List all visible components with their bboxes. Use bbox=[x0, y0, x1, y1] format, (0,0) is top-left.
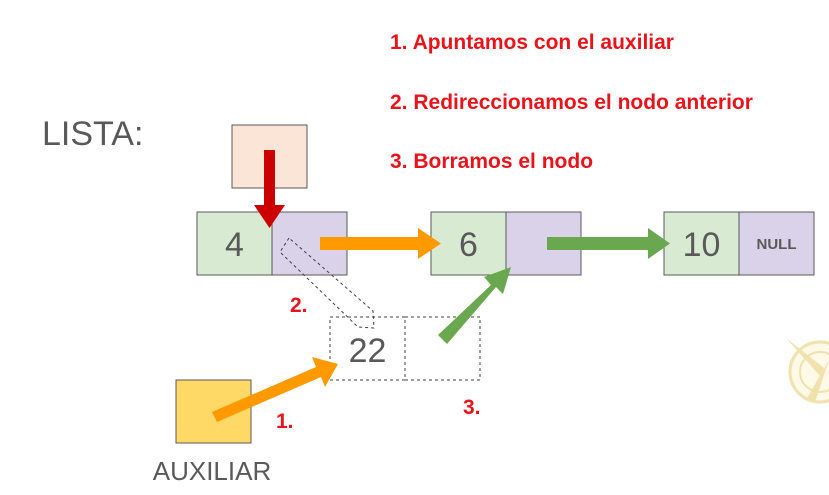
orange-next-arrow bbox=[320, 228, 441, 259]
auxiliar-label: AUXILIAR bbox=[153, 456, 272, 486]
green-next-arrow bbox=[547, 228, 670, 259]
diagram-title: LISTA: bbox=[42, 115, 143, 153]
node-6-value: 6 bbox=[459, 226, 478, 264]
node-4-value: 4 bbox=[225, 226, 244, 264]
step-3-text: 3. Borramos el nodo bbox=[390, 150, 593, 173]
auxiliar-orange-arrow bbox=[212, 357, 338, 422]
node-10-value: 10 bbox=[683, 226, 721, 264]
node-10-data bbox=[663, 211, 740, 276]
redirect-green-arrow bbox=[438, 267, 511, 344]
deleted-node-value: 22 bbox=[349, 332, 387, 370]
decorative-emblem bbox=[786, 338, 829, 404]
old-link-dashed-arrow bbox=[279, 237, 375, 329]
node-4-data bbox=[196, 211, 273, 276]
red-pointer-arrow bbox=[254, 150, 285, 228]
deleted-node-22: 22 bbox=[329, 316, 481, 381]
marker-1: 1. bbox=[276, 410, 294, 433]
node-10: 10 NULL bbox=[663, 211, 815, 276]
marker-3: 3. bbox=[463, 396, 481, 419]
deleted-node-data bbox=[329, 316, 406, 381]
step-1-text: 1. Apuntamos con el auxiliar bbox=[390, 31, 674, 54]
deleted-node-next bbox=[404, 316, 481, 381]
marker-2: 2. bbox=[290, 294, 308, 317]
step-2-text: 2. Redireccionamos el nodo anterior bbox=[390, 91, 753, 114]
null-label: NULL bbox=[757, 236, 797, 253]
node-10-next bbox=[738, 211, 815, 276]
